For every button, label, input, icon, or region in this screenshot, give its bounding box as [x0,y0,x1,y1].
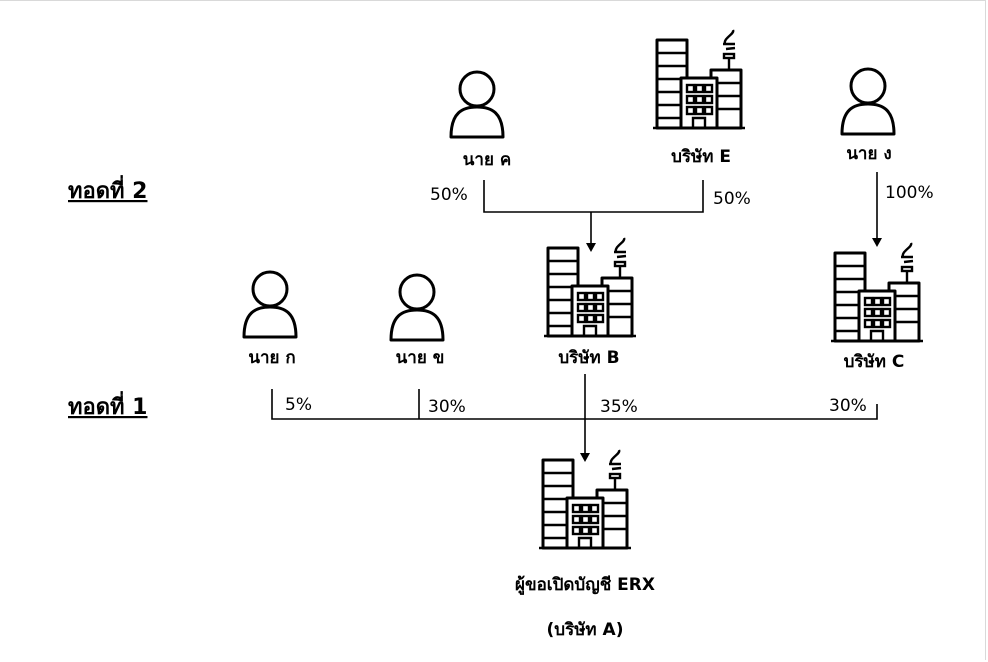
person-b-label: นาย ข [396,348,445,368]
share-companyc-to-target: 30% [829,396,867,416]
tier-1-connectors [271,374,878,462]
tier-2-connectors [483,172,882,252]
building-icon [542,236,638,338]
share-d-to-c: 100% [885,183,934,203]
tier-2-label: ทอดที่ 2 [68,174,147,204]
applicant-label: ผู้ขอเปิดบัญชี ERX [515,574,655,596]
person-d-label: นาย ง [846,144,891,164]
company-e-label: บริษัท E [671,147,731,167]
share-e-to-b: 50% [713,189,751,209]
share-companyb-to-target: 35% [600,397,638,417]
building-icon [829,241,925,343]
share-b-to-target: 30% [428,397,466,417]
person-icon [389,273,445,342]
building-icon [537,448,633,550]
person-icon [242,270,298,339]
share-c-to-b: 50% [430,185,468,205]
building-icon [651,28,747,130]
person-c-label: นาย ค [463,150,511,170]
company-a-label: (บริษัท A) [547,620,624,640]
company-c-label: บริษัท C [844,352,905,372]
share-a-to-target: 5% [285,395,312,415]
person-icon [449,70,505,139]
person-icon [840,67,896,136]
tier-1-label: ทอดที่ 1 [68,390,147,420]
company-b-label: บริษัท B [558,348,619,368]
person-a-label: นาย ก [248,348,295,368]
